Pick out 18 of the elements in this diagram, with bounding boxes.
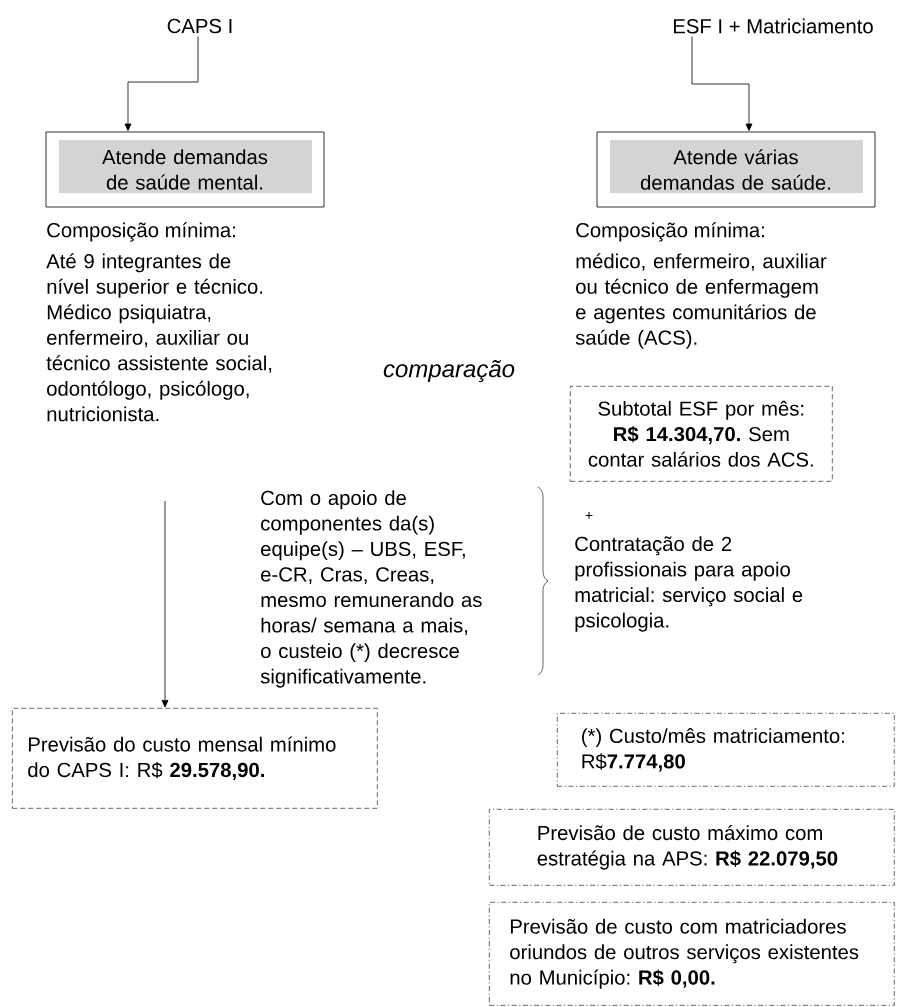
title-text: ESF I + Matriciamento bbox=[673, 18, 873, 34]
comparison-label: comparação bbox=[383, 359, 515, 383]
arrow bbox=[161, 500, 169, 708]
note-text: Contratação de 2 profissionais para apoio matricial: serviço social e psicologia. bbox=[575, 536, 803, 632]
arrow bbox=[124, 36, 199, 131]
process-box: Atende demandas de saúde mental. bbox=[45, 131, 325, 208]
cost-box: Previsão do custo mensal mínimo do CAPS I: R$ 29.578,90. bbox=[12, 708, 378, 809]
description-text: médico, enfermeiro, auxiliar ou técnico de enfermagem e agentes comunitários de saúde (ACS). bbox=[575, 253, 827, 349]
cost-box: Previsão de custo com matriciadores oriundos de outros serviços existentes no Município: R$ 0,00. bbox=[489, 902, 895, 1006]
arrow bbox=[691, 36, 753, 131]
cost-box: Previsão de custo máximo com estratégia na APS: R$ 22.079,50 bbox=[489, 809, 895, 886]
note-text: Com o apoio de componentes da(s) equipe(s) – UBS, ESF, e-CR, Cras, Creas, mesmo remunerando as horas/ semana a mais, o custeio (*) decresce significativamente. bbox=[260, 490, 482, 688]
cost-box: (*) Custo/mês matriciamento: R$7.774,80 bbox=[557, 713, 895, 787]
title-text: CAPS I bbox=[167, 18, 232, 34]
description-text: Até 9 integrantes de nível superior e técnico. Médico psiquiatra, enfermeiro, auxiliar ou técnico assistente social, odontólogo, psicólogo, nutricionista. bbox=[46, 253, 272, 422]
process-box: Atende várias demandas de saúde. bbox=[596, 131, 876, 208]
plus-sign: + bbox=[585, 511, 593, 519]
cost-box: Subtotal ESF por mês: R$ 14.304,70. Sem contar salários dos ACS. bbox=[570, 386, 833, 482]
